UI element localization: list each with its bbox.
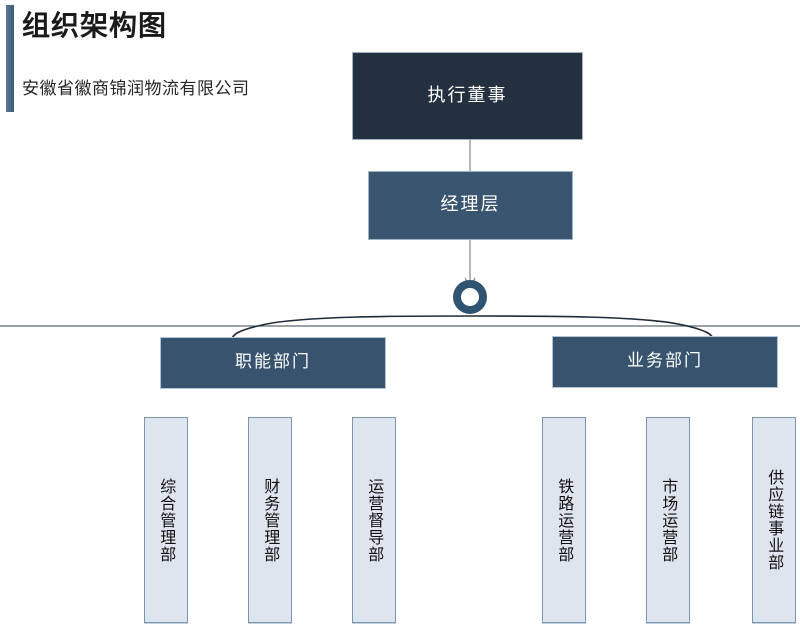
node-functional-departments-label: 职能部门 xyxy=(235,352,311,373)
node-general-administration-department[interactable]: 综合管理部 xyxy=(144,417,188,623)
arrowhead-to-hub xyxy=(464,277,476,289)
node-market-operations-department[interactable]: 市场运营部 xyxy=(646,417,690,623)
hub-ring-node xyxy=(453,280,487,314)
node-functional-departments[interactable]: 职能部门 xyxy=(160,337,386,389)
node-market-operations-department-label: 市场运营部 xyxy=(659,477,679,563)
page-title: 组织架构图 xyxy=(22,9,168,42)
node-finance-department-label: 财务管理部 xyxy=(261,477,281,563)
node-operations-supervision-department-label: 运营督导部 xyxy=(365,477,385,563)
node-management-level[interactable]: 经理层 xyxy=(368,171,573,240)
node-business-departments-label: 业务部门 xyxy=(627,351,703,372)
node-railway-operations-department-label: 铁路运营部 xyxy=(555,477,575,563)
node-supply-chain-division[interactable]: 供应链事业部 xyxy=(752,417,796,623)
header-accent-bar xyxy=(6,5,14,112)
page-subtitle: 安徽省徽商锦润物流有限公司 xyxy=(22,79,250,99)
node-operations-supervision-department[interactable]: 运营督导部 xyxy=(352,417,396,623)
node-supply-chain-division-label: 供应链事业部 xyxy=(765,469,785,571)
node-business-departments[interactable]: 业务部门 xyxy=(552,336,778,388)
hub-ring-inner xyxy=(463,290,477,304)
node-management-level-label: 经理层 xyxy=(440,194,501,216)
node-finance-department[interactable]: 财务管理部 xyxy=(248,417,292,623)
node-executive-director[interactable]: 执行董事 xyxy=(352,52,583,140)
node-general-administration-department-label: 综合管理部 xyxy=(157,477,177,563)
node-railway-operations-department[interactable]: 铁路运营部 xyxy=(542,417,586,623)
node-executive-director-label: 执行董事 xyxy=(427,84,508,106)
